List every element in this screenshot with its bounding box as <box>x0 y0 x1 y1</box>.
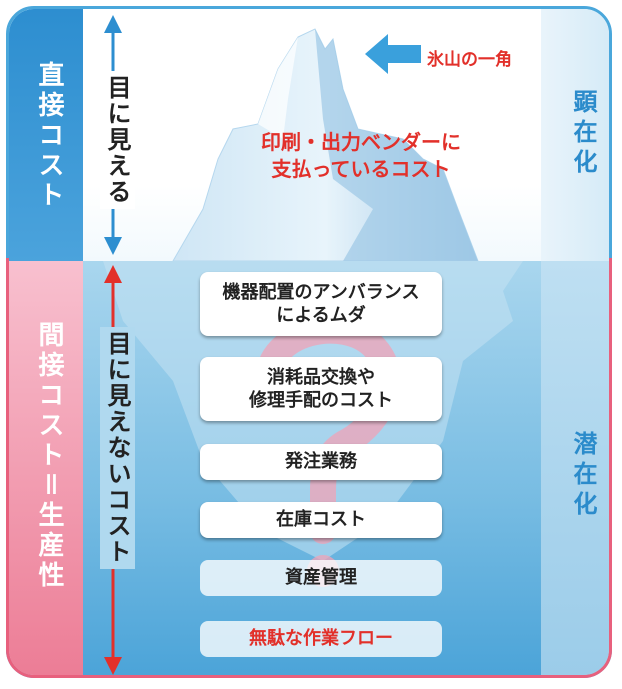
hidden-item-4: 在庫コスト <box>200 502 442 538</box>
hidden-item-3: 発注業務 <box>200 444 442 480</box>
hidden-item-5: 資産管理 <box>200 560 442 596</box>
tip-pointer-arrow <box>365 34 421 74</box>
hidden-item-2: 消耗品交換や 修理手配のコスト <box>200 357 442 421</box>
hidden-item-2-line1: 消耗品交換や <box>267 366 375 388</box>
invisible-arrow-label: 目に見えないコスト <box>100 327 135 569</box>
hidden-item-5-line1: 資産管理 <box>285 567 357 589</box>
visible-state-panel: 顕在化 <box>541 9 609 261</box>
invisible-arrow-head-up <box>104 265 122 283</box>
latent-state-label: 潜在化 <box>569 431 597 521</box>
visible-arrow-head-up <box>104 15 122 33</box>
indirect-cost-panel: 間接コスト＝生産性 <box>9 261 83 675</box>
iceberg-tip-highlight <box>258 37 298 139</box>
hidden-item-1: 機器配置のアンバランス によるムダ <box>200 272 442 336</box>
visible-arrow-head-down <box>104 237 122 255</box>
hidden-item-3-line1: 発注業務 <box>285 451 357 473</box>
hidden-item-2-line2: 修理手配のコスト <box>249 390 393 411</box>
direct-cost-label: 直接コスト <box>34 61 64 211</box>
visible-state-label: 顕在化 <box>569 89 597 179</box>
hidden-item-6: 無駄な作業フロー <box>200 621 442 657</box>
tip-label: 氷山の一角 <box>427 50 512 70</box>
hidden-item-1-line1: 機器配置のアンバランス <box>222 281 420 303</box>
diagram-frame: 直接コスト 間接コスト＝生産性 氷山の一角 印刷・出力ベンダーに 支払っているコ… <box>6 6 612 678</box>
hidden-item-1-line2: によるムダ <box>276 305 366 326</box>
iceberg-tip-graphic <box>172 28 479 261</box>
hidden-item-4-line1: 在庫コスト <box>276 509 366 531</box>
latent-state-panel: 潜在化 <box>541 261 609 675</box>
visible-arrow-label: 目に見える <box>100 71 135 209</box>
vendor-cost-caption-line2: 支払っているコスト <box>271 157 451 181</box>
invisible-arrow-head-down <box>104 657 122 675</box>
direct-cost-panel: 直接コスト <box>9 9 83 261</box>
indirect-cost-label: 間接コスト＝生産性 <box>34 321 64 591</box>
iceberg-tip-shadow <box>315 29 478 261</box>
vendor-cost-caption: 印刷・出力ベンダーに 支払っているコスト <box>231 129 491 183</box>
vendor-cost-caption-line1: 印刷・出力ベンダーに <box>261 130 461 154</box>
hidden-item-6-line1: 無駄な作業フロー <box>249 628 393 650</box>
